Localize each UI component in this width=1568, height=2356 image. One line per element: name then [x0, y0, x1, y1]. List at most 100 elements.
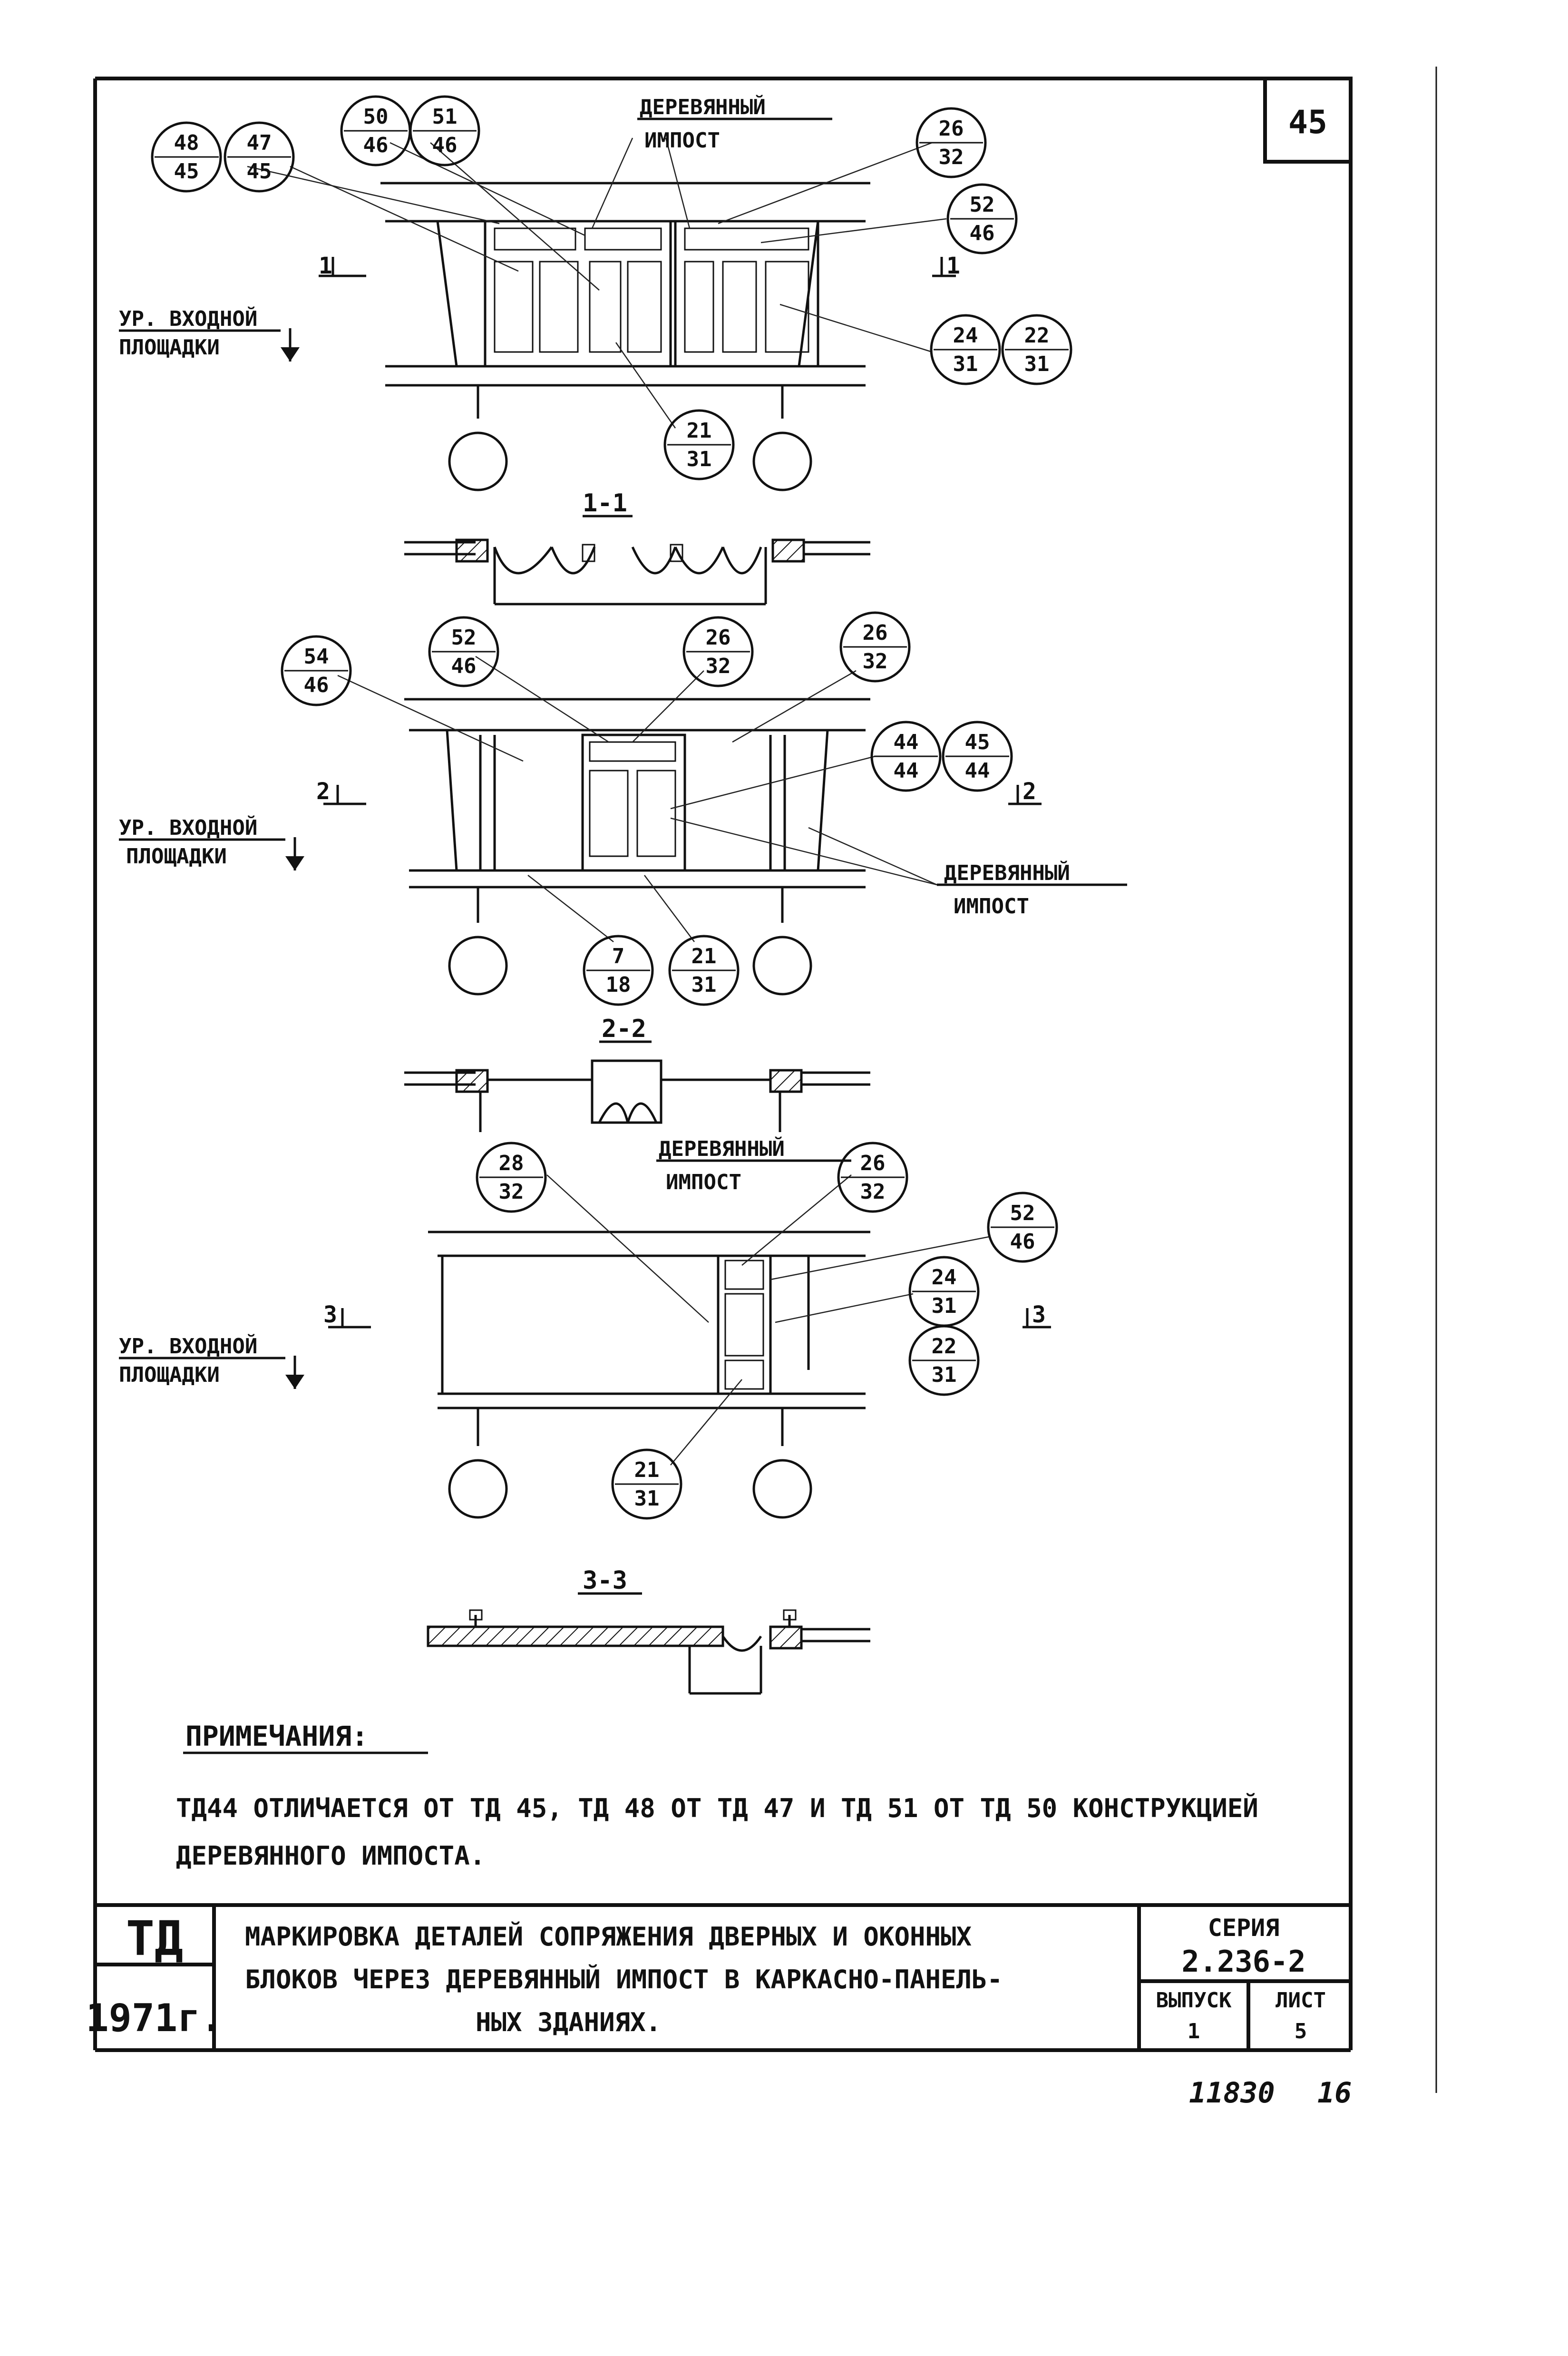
svg-text:31: 31 — [932, 1363, 957, 1387]
title-block-code: ТД — [126, 1911, 183, 1966]
callout-51-46: 51 46 — [409, 95, 480, 166]
callout-26-32-a: 26 32 — [915, 107, 987, 178]
svg-text:26: 26 — [860, 1151, 886, 1175]
section-title-3-3: 3-3 — [583, 1566, 627, 1595]
callout-22-31-a: 22 31 — [1001, 314, 1072, 385]
callout-54-46: 54 46 — [281, 635, 352, 706]
callout-21-31-a: 21 31 — [663, 409, 735, 480]
callout-47-45: 47 45 — [224, 121, 295, 193]
footer: 11830 16 — [1189, 2076, 1352, 2110]
callout-7-18: 7 18 — [583, 935, 654, 1006]
callout-26-32-d: 26 32 — [837, 1142, 908, 1213]
section-mark-3-right: 3 — [1032, 1301, 1046, 1328]
svg-text:ДЕРЕВЯННЫЙ: ДЕРЕВЯННЫЙ — [640, 94, 766, 119]
svg-text:46: 46 — [304, 673, 329, 697]
callout-21-31-c: 21 31 — [611, 1448, 682, 1520]
title-block-year: 1971г. — [86, 1996, 224, 2040]
series-value: 2.236-2 — [1181, 1944, 1305, 1979]
callout-21-31-b: 21 31 — [668, 935, 740, 1006]
svg-text:24: 24 — [953, 323, 978, 348]
callout-48-45: 48 45 — [151, 121, 222, 193]
section-title-2-2: 2-2 — [602, 1015, 646, 1043]
svg-text:31: 31 — [932, 1294, 957, 1318]
callout-24-31-a: 24 31 — [930, 314, 1001, 385]
entrance-level-1: УР. ВХОДНОЙ ПЛОЩАДКИ — [119, 306, 300, 362]
svg-text:54: 54 — [304, 645, 329, 669]
callout-50-46: 50 46 — [340, 95, 411, 166]
svg-text:26: 26 — [863, 621, 888, 645]
callout-52-46-a: 52 46 — [946, 183, 1018, 254]
svg-text:50: 50 — [363, 105, 389, 129]
entrance-level-3: УР. ВХОДНОЙ ПЛОЩАДКИ — [119, 1333, 304, 1389]
elevation-3: 3 3 — [323, 1159, 1051, 1519]
svg-text:44: 44 — [894, 759, 919, 783]
callout-44-44: 44 44 — [870, 721, 942, 792]
drawing-title-line-1: МАРКИРОВКА ДЕТАЛЕЙ СОПРЯЖЕНИЯ ДВЕРНЫХ И … — [245, 1922, 972, 1952]
sheet-label: ЛИСТ — [1276, 1988, 1326, 2013]
svg-text:21: 21 — [691, 944, 717, 968]
svg-text:52: 52 — [970, 193, 995, 217]
callout-52-46-b: 52 46 — [428, 616, 499, 687]
sheet-number-box: 45 — [1263, 77, 1353, 164]
footer-page: 16 — [1317, 2076, 1352, 2110]
footer-number: 11830 — [1189, 2076, 1275, 2110]
svg-text:44: 44 — [965, 759, 990, 783]
section-mark-2-right: 2 — [1023, 778, 1036, 805]
svg-text:45: 45 — [965, 730, 990, 754]
svg-text:46: 46 — [432, 133, 458, 157]
svg-text:22: 22 — [932, 1334, 957, 1359]
svg-text:ИМПОСТ: ИМПОСТ — [954, 894, 1029, 919]
svg-text:ИМПОСТ: ИМПОСТ — [666, 1170, 741, 1194]
svg-text:51: 51 — [432, 105, 458, 129]
wood-impost-label-1: ДЕРЕВЯННЫЙ ИМПОСТ — [640, 94, 766, 153]
svg-text:21: 21 — [634, 1458, 660, 1482]
callout-24-31-b: 24 31 — [908, 1256, 980, 1327]
svg-text:32: 32 — [499, 1180, 524, 1204]
svg-text:32: 32 — [706, 654, 731, 678]
callout-45-44: 45 44 — [942, 721, 1013, 792]
svg-text:26: 26 — [706, 626, 731, 650]
wood-impost-label-3: ДЕРЕВЯННЫЙ ИМПОСТ — [659, 1136, 785, 1194]
svg-text:18: 18 — [606, 973, 631, 997]
svg-text:ПЛОЩАДКИ: ПЛОЩАДКИ — [119, 1363, 220, 1387]
section-mark-3-left: 3 — [323, 1301, 337, 1328]
section-mark-1-right: 1 — [946, 253, 960, 279]
notes-heading: ПРИМЕЧАНИЯ: — [185, 1720, 368, 1752]
elevation-2: 2 2 — [316, 655, 1127, 996]
notes-line-1: ТД44 ОТЛИЧАЕТСЯ ОТ ТД 45, ТД 48 ОТ ТД 47… — [176, 1793, 1258, 1823]
svg-text:32: 32 — [860, 1180, 886, 1204]
series-label: СЕРИЯ — [1208, 1914, 1280, 1942]
svg-text:ДЕРЕВЯННЫЙ: ДЕРЕВЯННЫЙ — [944, 860, 1070, 885]
callout-52-46-c: 52 46 — [987, 1192, 1058, 1263]
callout-28-32: 28 32 — [476, 1142, 547, 1213]
callout-26-32-c: 26 32 — [839, 611, 911, 683]
svg-text:31: 31 — [1024, 352, 1050, 376]
svg-text:7: 7 — [612, 944, 625, 968]
svg-text:УР. ВХОДНОЙ: УР. ВХОДНОЙ — [119, 815, 257, 840]
svg-text:32: 32 — [863, 649, 888, 674]
svg-text:31: 31 — [634, 1486, 660, 1511]
svg-text:26: 26 — [939, 117, 964, 141]
svg-text:32: 32 — [939, 145, 964, 169]
svg-text:31: 31 — [953, 352, 978, 376]
svg-text:22: 22 — [1024, 323, 1050, 348]
svg-text:УР. ВХОДНОЙ: УР. ВХОДНОЙ — [119, 1333, 257, 1359]
drawing-title-line-3: НЫХ ЗДАНИЯХ. — [476, 2007, 661, 2037]
svg-text:21: 21 — [687, 419, 712, 443]
section-mark-1-left: 1 — [319, 253, 332, 279]
issue-label: ВЫПУСК — [1156, 1988, 1232, 2013]
svg-text:ДЕРЕВЯННЫЙ: ДЕРЕВЯННЫЙ — [659, 1136, 785, 1161]
title-block: ТД 1971г. МАРКИРОВКА ДЕТАЛЕЙ СОПРЯЖЕНИЯ … — [86, 1903, 1351, 2050]
notes: ПРИМЕЧАНИЯ: ТД44 ОТЛИЧАЕТСЯ ОТ ТД 45, ТД… — [176, 1720, 1258, 1871]
entrance-level-2: УР. ВХОДНОЙ ПЛОЩАДКИ — [119, 815, 304, 870]
svg-text:45: 45 — [247, 159, 272, 184]
svg-text:46: 46 — [451, 654, 477, 678]
section-2-2: 2-2 — [404, 1015, 870, 1132]
svg-text:УР. ВХОДНОЙ: УР. ВХОДНОЙ — [119, 306, 257, 331]
svg-text:46: 46 — [970, 221, 995, 245]
sheet-frame — [93, 67, 1437, 2093]
svg-text:28: 28 — [499, 1151, 524, 1175]
wood-impost-label-2: ДЕРЕВЯННЫЙ ИМПОСТ — [944, 860, 1070, 919]
svg-text:ПЛОЩАДКИ: ПЛОЩАДКИ — [126, 844, 227, 869]
